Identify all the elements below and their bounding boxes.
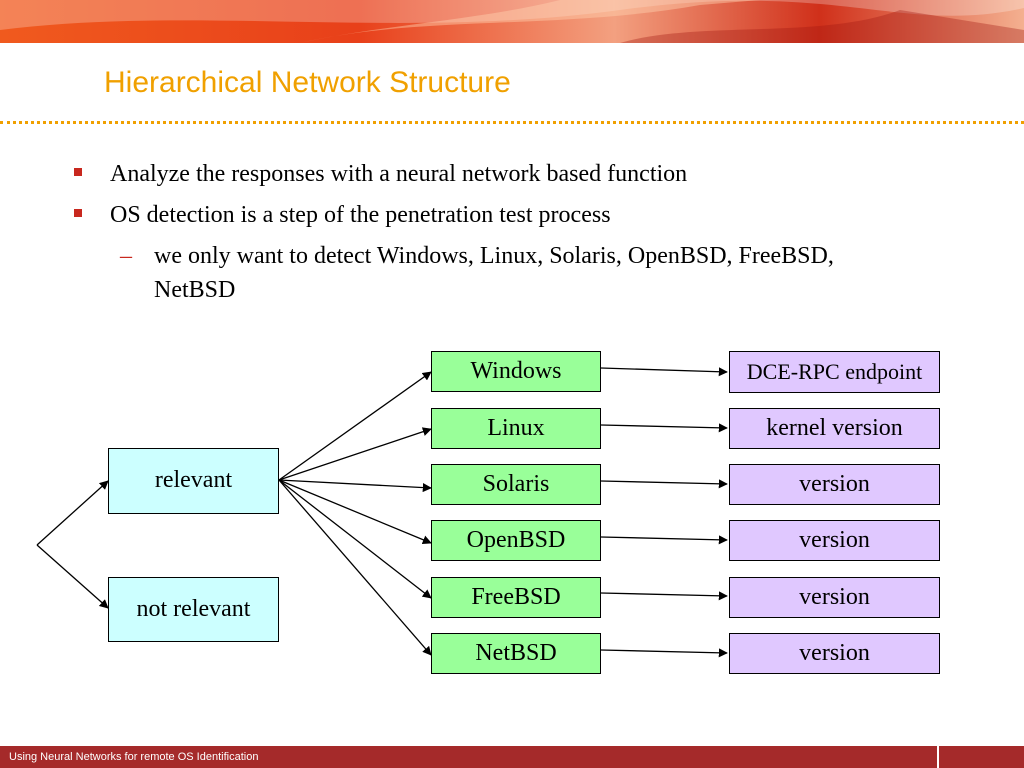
- edge-freebsd-detail: [600, 591, 728, 601]
- sub-bullet-line-1: we only want to detect Windows, Linux, S…: [154, 243, 834, 269]
- bullet-2: OS detection is a step of the penetratio…: [110, 202, 611, 228]
- edge-netbsd-detail: [600, 648, 728, 658]
- slide-title: Hierarchical Network Structure: [104, 66, 511, 99]
- sub-bullet-dash: –: [120, 243, 132, 269]
- node-dce-rpc-endpoint: DCE-RPC endpoint: [729, 351, 940, 393]
- title-divider: [0, 121, 1024, 124]
- edge-solaris-detail: [600, 479, 728, 489]
- node-netbsd-version: version: [729, 633, 940, 674]
- edge-relevant-openbsd: [278, 479, 432, 545]
- edge-relevant-freebsd: [278, 479, 432, 599]
- node-not-relevant: not relevant: [108, 577, 279, 642]
- bullet-marker-icon: [74, 168, 82, 176]
- footer-bar: Using Neural Networks for remote OS Iden…: [0, 746, 1024, 768]
- edge-relevant-windows: [278, 371, 432, 481]
- node-solaris: Solaris: [431, 464, 601, 505]
- node-kernel-version: kernel version: [729, 408, 940, 449]
- node-freebsd: FreeBSD: [431, 577, 601, 618]
- edge-root-not-relevant: [36, 544, 109, 609]
- node-solaris-version: version: [729, 464, 940, 505]
- edge-openbsd-detail: [600, 535, 728, 545]
- bullet-1: Analyze the responses with a neural netw…: [110, 161, 688, 187]
- footer-text: Using Neural Networks for remote OS Iden…: [9, 751, 259, 763]
- edge-linux-detail: [600, 423, 728, 433]
- banner-graphic: [0, 0, 1024, 43]
- node-openbsd-version: version: [729, 520, 940, 561]
- edge-relevant-netbsd: [278, 479, 432, 656]
- edge-root-relevant: [36, 480, 109, 546]
- node-windows: Windows: [431, 351, 601, 392]
- node-openbsd: OpenBSD: [431, 520, 601, 561]
- bullet-marker-icon: [74, 209, 82, 217]
- node-freebsd-version: version: [729, 577, 940, 618]
- edge-windows-detail: [600, 367, 728, 377]
- header-banner: [0, 0, 1024, 43]
- node-relevant: relevant: [108, 448, 279, 514]
- sub-bullet-line-2: NetBSD: [154, 277, 236, 303]
- node-netbsd: NetBSD: [431, 633, 601, 674]
- footer-divider: [937, 746, 939, 768]
- node-linux: Linux: [431, 408, 601, 449]
- edge-relevant-linux: [278, 427, 432, 481]
- edge-relevant-solaris: [278, 479, 432, 493]
